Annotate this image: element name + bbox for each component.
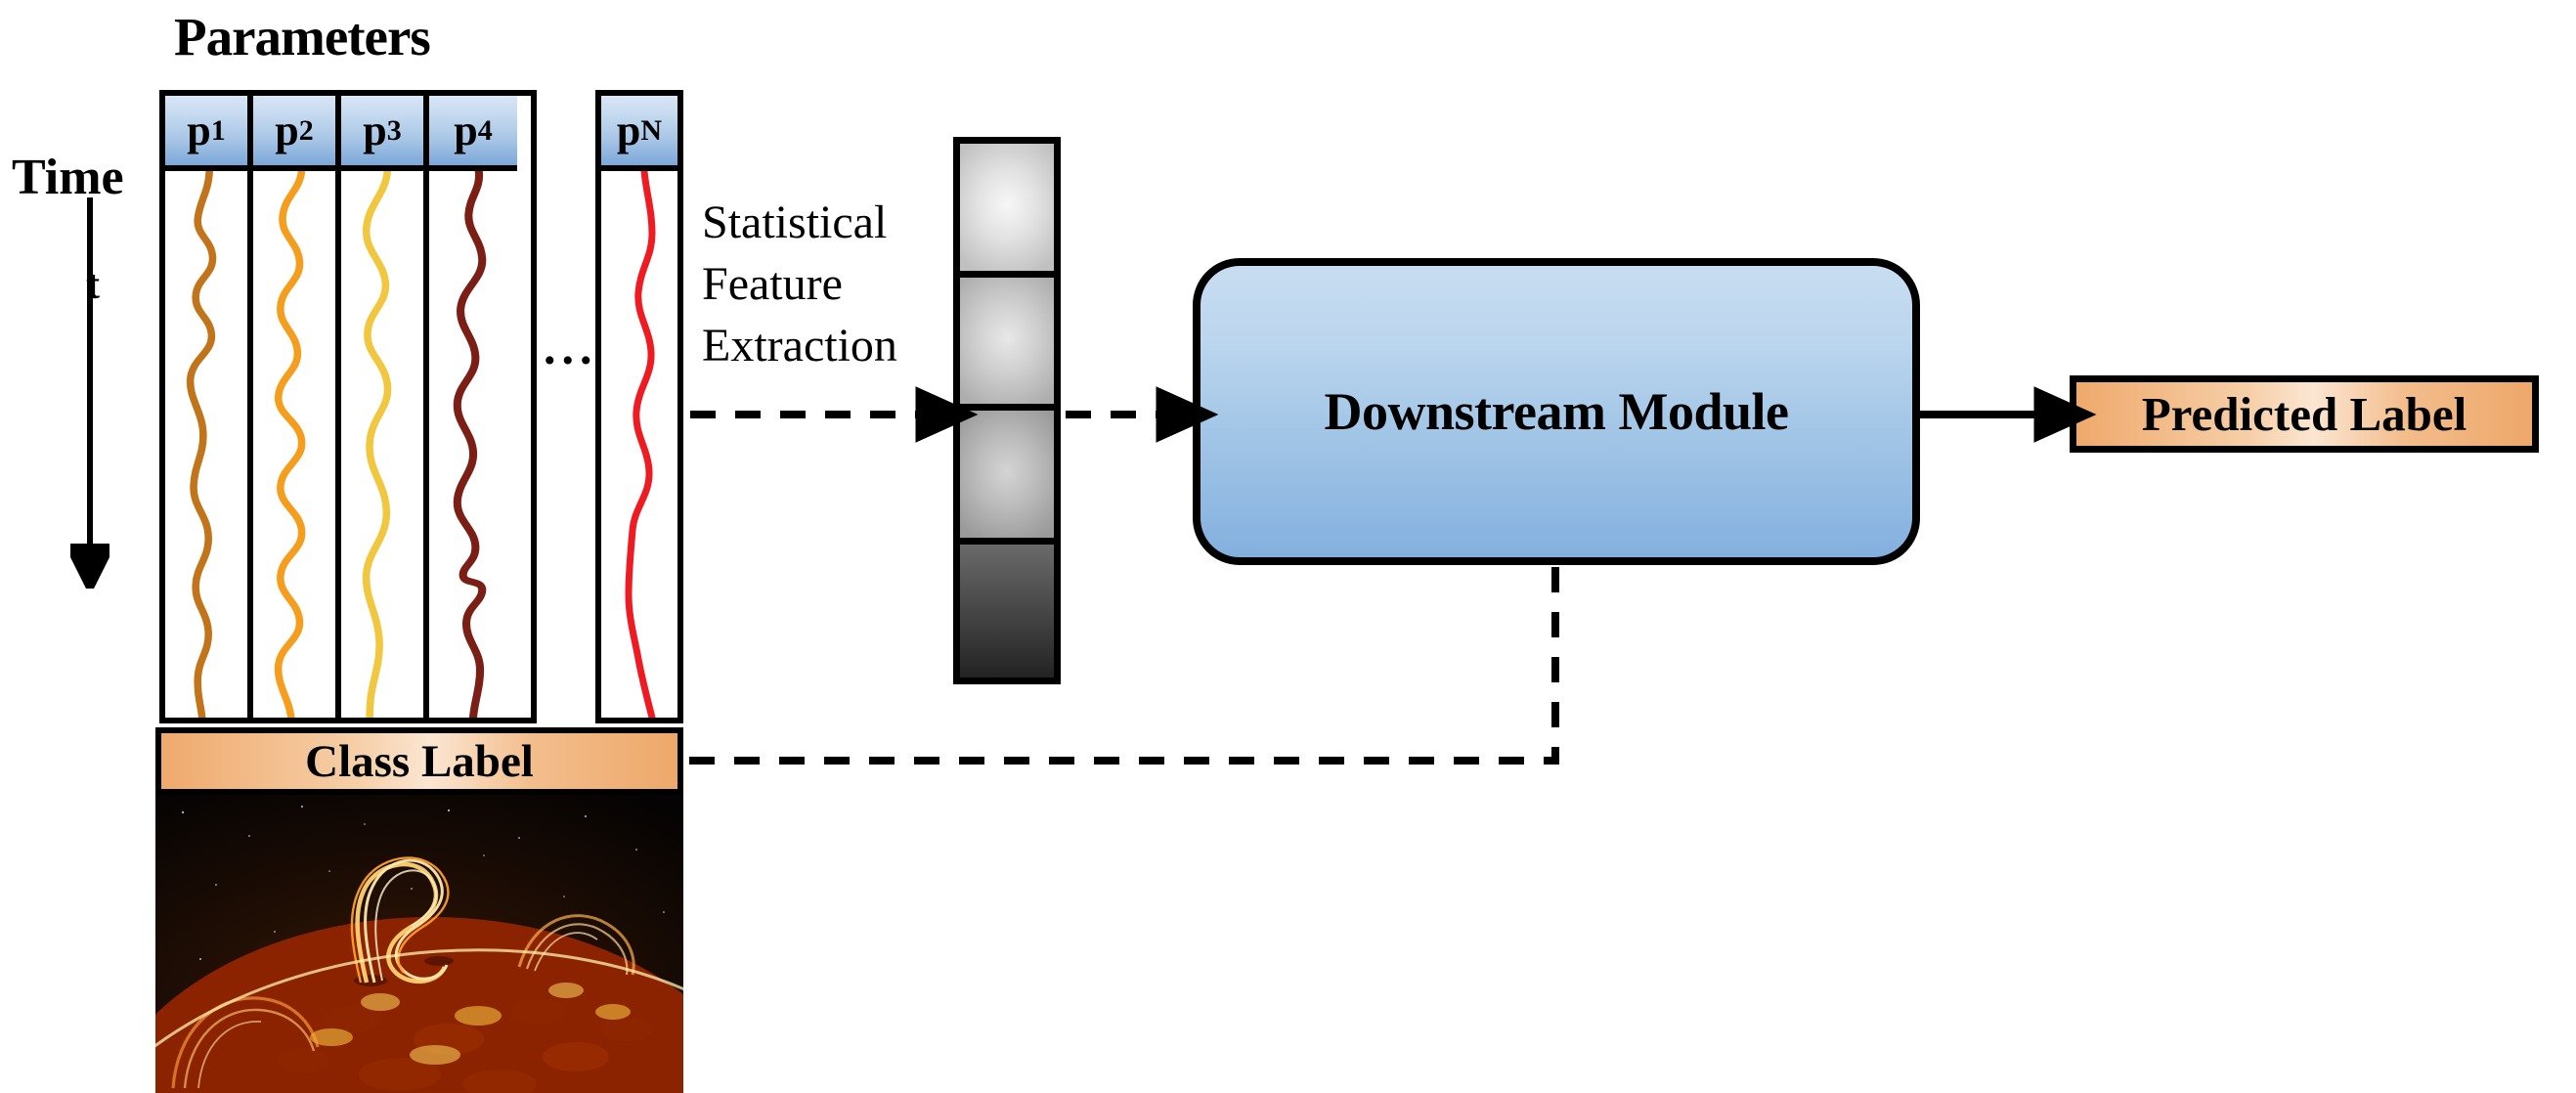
solar-image [155,795,683,1093]
predicted-label-box[interactable]: Predicted Label [2070,375,2539,453]
param-sub-p3: 3 [386,113,402,147]
timeseries-plot-p4 [429,171,517,718]
sfe-line-3: Extraction [702,320,897,372]
sfe-line-2: Feature [702,258,843,310]
timeseries-plot-pN [601,171,677,718]
param-base-p1: p [187,107,211,154]
downstream-module[interactable]: Downstream Module [1193,258,1920,565]
time-direction-arrow [70,197,109,589]
feature-vector-cell-4 [960,544,1054,678]
time-axis-label: Time [12,150,124,205]
param-base-p3: p [363,107,387,154]
class-label-text: Class Label [305,735,534,787]
timeseries-plot-p1 [165,171,247,718]
statistical-feature-extraction-label: Statistical Feature Extraction [702,192,897,376]
predicted-label-text: Predicted Label [2141,387,2467,441]
param-sub-pN: N [640,113,663,147]
feature-vector-cell-3 [960,411,1054,545]
sfe-line-1: Statistical [702,197,888,248]
connector-classlabel-to-module [689,565,1559,765]
feature-vector[interactable] [953,137,1061,684]
feature-vector-cell-2 [960,277,1054,411]
timeseries-plot-p2 [253,171,335,718]
feature-vector-cell-1 [960,144,1054,278]
param-base-pN: p [616,107,641,154]
parameters-title: Parameters [174,7,431,66]
class-label-box[interactable]: Class Label [155,727,683,795]
param-base-p2: p [275,107,299,154]
param-sub-p2: 2 [298,113,314,147]
downstream-module-label: Downstream Module [1324,382,1789,441]
param-sub-p1: 1 [210,113,226,147]
param-base-p4: p [454,107,478,154]
param-sub-p4: 4 [477,113,493,147]
column-ellipsis: ... [544,320,598,374]
timeseries-plot-p3 [341,171,423,718]
